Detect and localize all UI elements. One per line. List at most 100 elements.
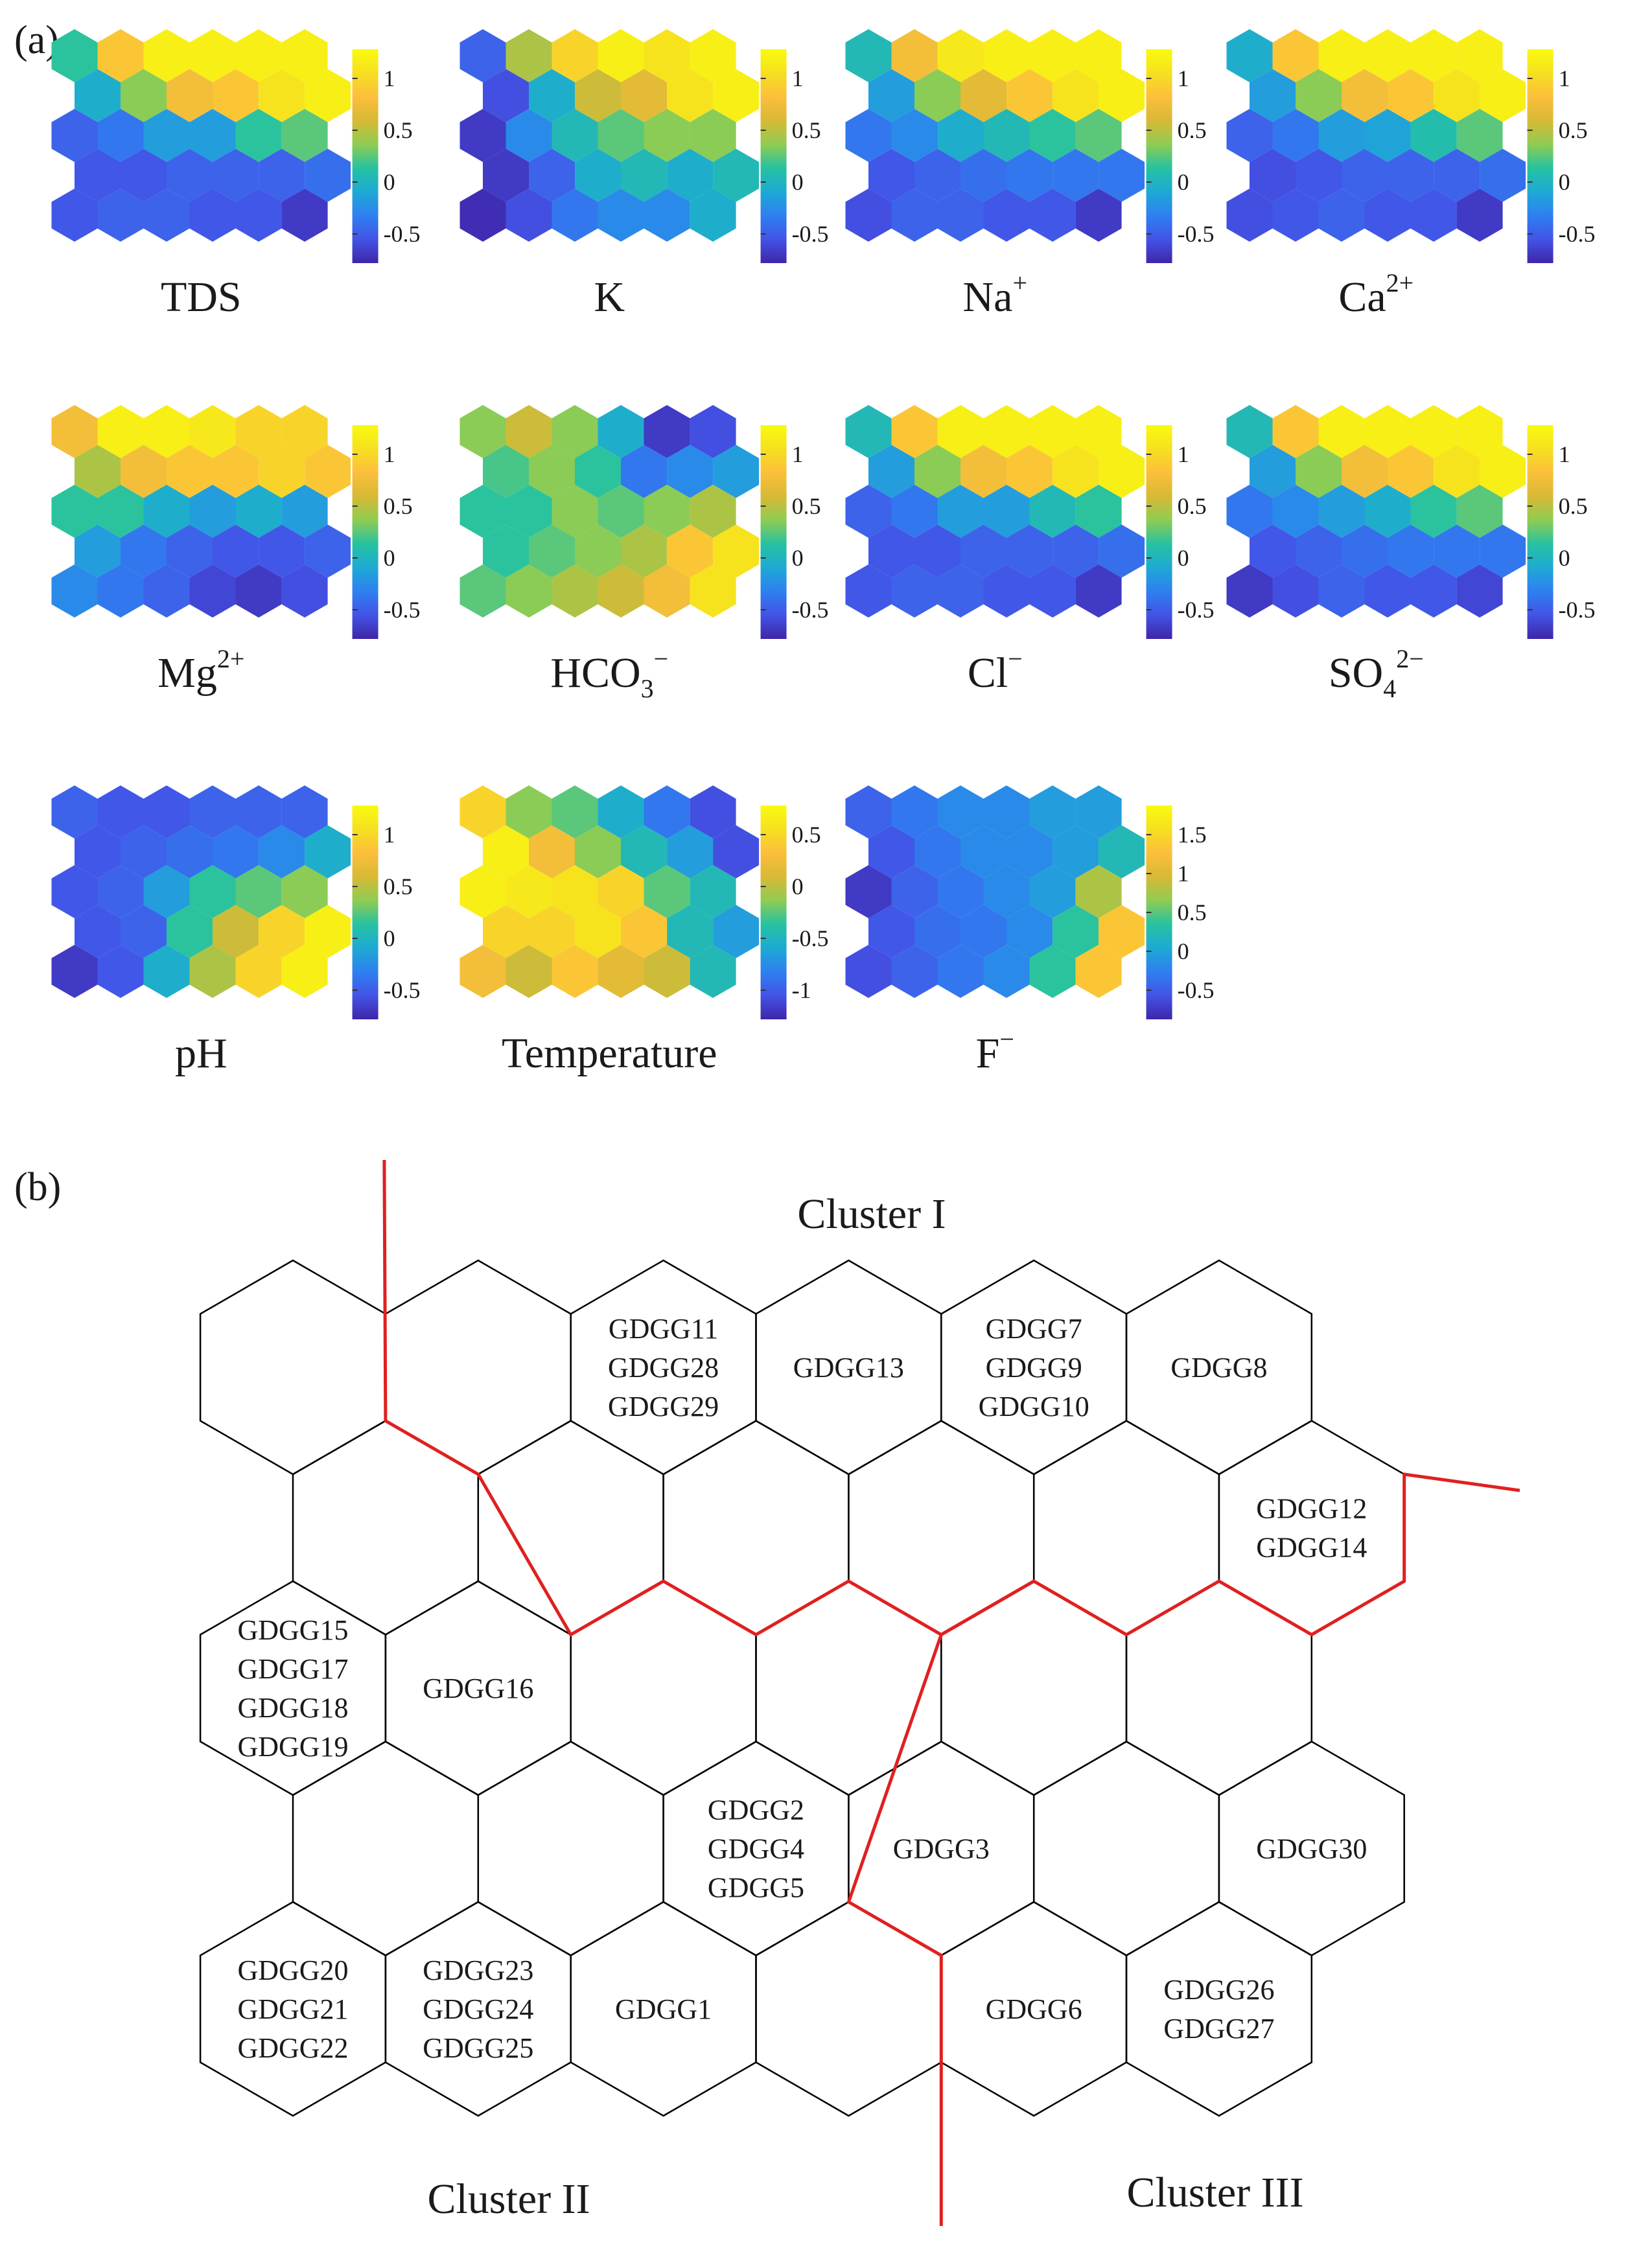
- plane-hex-10-2-4: [1029, 865, 1076, 918]
- plane-hex-10-0-1: [891, 785, 938, 839]
- plane-title-0: TDS: [161, 273, 242, 321]
- plane-hex-8-2-0: [51, 865, 98, 918]
- plane-hex-3-0-5: [1456, 29, 1503, 82]
- plane-hex-4-2-5: [281, 485, 328, 538]
- som-node-label-2-1: GDGG16: [423, 1673, 533, 1704]
- plane-hex-1-2-4: [644, 109, 690, 162]
- plane-hex-7-4-3: [1364, 564, 1411, 618]
- plane-hex-5-1-5: [713, 445, 760, 498]
- plane-hex-7-1-3: [1388, 445, 1434, 498]
- plane-hex-5-3-5: [713, 524, 760, 578]
- plane-hex-0-2-5: [281, 109, 328, 162]
- plane-hex-8-0-2: [143, 785, 190, 839]
- plane-hex-7-3-2: [1342, 524, 1388, 578]
- colorbar-tick-5-0: 1: [792, 441, 804, 467]
- plane-hex-7-1-2: [1342, 445, 1388, 498]
- plane-hex-10-2-3: [983, 865, 1030, 918]
- plane-hex-1-3-5: [713, 148, 760, 202]
- plane-hex-8-3-1: [121, 905, 167, 958]
- plane-hex-6-3-5: [1099, 524, 1145, 578]
- plane-hex-10-1-4: [1053, 825, 1099, 879]
- plane-hex-0-0-3: [189, 29, 236, 82]
- plane-hex-6-3-2: [960, 524, 1006, 578]
- plane-hex-2-4-4: [1029, 189, 1076, 242]
- plane-hex-8-1-4: [259, 825, 305, 879]
- plane-hex-6-2-4: [1029, 485, 1076, 538]
- plane-hex-4-4-3: [189, 564, 236, 618]
- plane-hex-8-3-0: [75, 905, 121, 958]
- cluster-label-1: Cluster I: [797, 1190, 946, 1238]
- plane-hex-3-3-5: [1480, 148, 1526, 202]
- plane-hex-10-0-2: [937, 785, 984, 839]
- component-plane-10: 1.510.50-0.5F−: [845, 785, 1215, 1077]
- plane-hex-3-3-4: [1434, 148, 1480, 202]
- plane-hex-4-0-2: [143, 405, 190, 458]
- plane-hex-6-0-1: [891, 405, 938, 458]
- plane-hex-1-0-4: [644, 29, 690, 82]
- plane-hex-8-0-0: [51, 785, 98, 839]
- plane-hex-7-2-2: [1318, 485, 1365, 538]
- plane-hex-10-1-0: [868, 825, 914, 879]
- plane-hex-3-3-0: [1250, 148, 1296, 202]
- plane-hex-1-2-1: [506, 109, 552, 162]
- plane-hex-5-2-4: [644, 485, 690, 538]
- plane-hex-5-3-4: [667, 524, 714, 578]
- plane-hex-6-3-1: [914, 524, 960, 578]
- colorbar-tick-6-3: -0.5: [1178, 597, 1215, 623]
- plane-hex-1-1-3: [621, 69, 668, 122]
- plane-title-4: Mg2+: [157, 644, 244, 697]
- plane-hex-1-0-1: [506, 29, 552, 82]
- plane-hex-4-0-3: [189, 405, 236, 458]
- plane-hex-10-1-5: [1099, 825, 1145, 879]
- plane-hex-5-2-3: [598, 485, 644, 538]
- som-node-2-0: [199, 1580, 387, 1796]
- plane-hex-2-0-5: [1075, 29, 1122, 82]
- plane-hex-2-2-5: [1075, 109, 1122, 162]
- plane-hex-4-3-5: [305, 524, 351, 578]
- colorbar-tick-1-2: 0: [792, 169, 804, 195]
- colorbar-tick-10-3: 0: [1178, 938, 1189, 964]
- plane-hex-5-2-2: [552, 485, 598, 538]
- plane-hex-5-0-3: [598, 405, 644, 458]
- plane-hex-10-2-5: [1075, 865, 1122, 918]
- plane-hex-7-1-5: [1480, 445, 1526, 498]
- colorbar-9: [760, 805, 787, 1019]
- plane-title-8: pH: [175, 1030, 227, 1077]
- plane-hex-1-4-3: [598, 189, 644, 242]
- plane-hex-9-4-1: [506, 945, 552, 998]
- plane-hex-2-0-1: [891, 29, 938, 82]
- colorbar-tick-10-1: 1: [1178, 861, 1189, 886]
- plane-hex-5-1-1: [529, 445, 575, 498]
- plane-hex-9-0-2: [552, 785, 598, 839]
- colorbar-tick-10-0: 1.5: [1178, 822, 1207, 848]
- plane-hex-5-0-1: [506, 405, 552, 458]
- plane-hex-2-0-3: [983, 29, 1030, 82]
- colorbar-tick-0-2: 0: [384, 169, 395, 195]
- plane-title-3: Ca2+: [1338, 268, 1414, 321]
- plane-hex-2-2-0: [845, 109, 892, 162]
- plane-title-9: Temperature: [502, 1030, 717, 1077]
- plane-hex-0-4-3: [189, 189, 236, 242]
- plane-hex-2-3-3: [1006, 148, 1053, 202]
- plane-hex-9-4-2: [552, 945, 598, 998]
- plane-hex-7-1-4: [1434, 445, 1480, 498]
- plane-hex-4-4-5: [281, 564, 328, 618]
- plane-hex-0-4-5: [281, 189, 328, 242]
- plane-hex-3-0-1: [1272, 29, 1319, 82]
- plane-hex-10-0-4: [1029, 785, 1076, 839]
- plane-hex-10-3-0: [868, 905, 914, 958]
- som-node-3-1: [477, 1741, 664, 1956]
- plane-hex-4-1-4: [259, 445, 305, 498]
- colorbar-6: [1146, 425, 1172, 639]
- plane-title-6: Cl−: [968, 644, 1023, 697]
- plane-hex-7-2-1: [1272, 485, 1319, 538]
- plane-hex-1-2-2: [552, 109, 598, 162]
- plane-hex-9-0-1: [506, 785, 552, 839]
- plane-hex-10-4-3: [983, 945, 1030, 998]
- plane-hex-1-3-0: [483, 148, 529, 202]
